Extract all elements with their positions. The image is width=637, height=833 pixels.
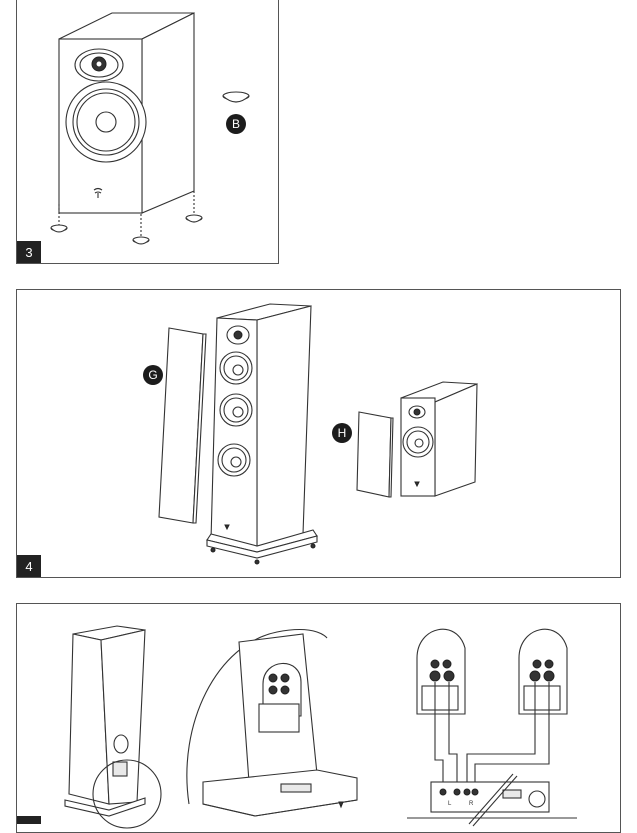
- step-3-panel: B 3: [16, 0, 279, 264]
- grille-installation-illustration: [158, 303, 478, 565]
- step-number-5: [17, 816, 41, 824]
- negative-terminal: [529, 670, 541, 682]
- callout-b: B: [226, 114, 246, 134]
- positive-terminal: [543, 670, 555, 682]
- floorstander-tweeter: [233, 330, 243, 340]
- step-number-4: 4: [17, 555, 41, 577]
- speaker-wiring-illustration: [64, 625, 577, 829]
- rear-speaker-back: [100, 629, 146, 805]
- callout-g: G: [143, 365, 163, 385]
- bookshelf-grille: [356, 411, 392, 498]
- negative-terminal: [429, 670, 441, 682]
- floorstander-side: [256, 305, 312, 549]
- rubber-foot: [185, 214, 203, 223]
- step-number-3: 3: [17, 241, 41, 263]
- rubber-foot: [50, 224, 68, 233]
- spare-foot-b: [222, 91, 250, 103]
- right-channel-label: R: [469, 801, 474, 807]
- positive-terminal: [443, 670, 455, 682]
- bass-port: [113, 734, 129, 754]
- woofer-dustcap: [95, 111, 117, 133]
- speaker-side: [141, 12, 195, 214]
- volume-knob: [528, 790, 546, 808]
- callout-h: H: [332, 423, 352, 443]
- bookshelf-speaker-feet-illustration: [50, 12, 250, 245]
- step-4-panel: G H 4: [16, 289, 621, 578]
- rubber-foot: [132, 236, 150, 245]
- step-5-panel: L R: [16, 603, 621, 833]
- left-channel-label: L: [448, 801, 452, 807]
